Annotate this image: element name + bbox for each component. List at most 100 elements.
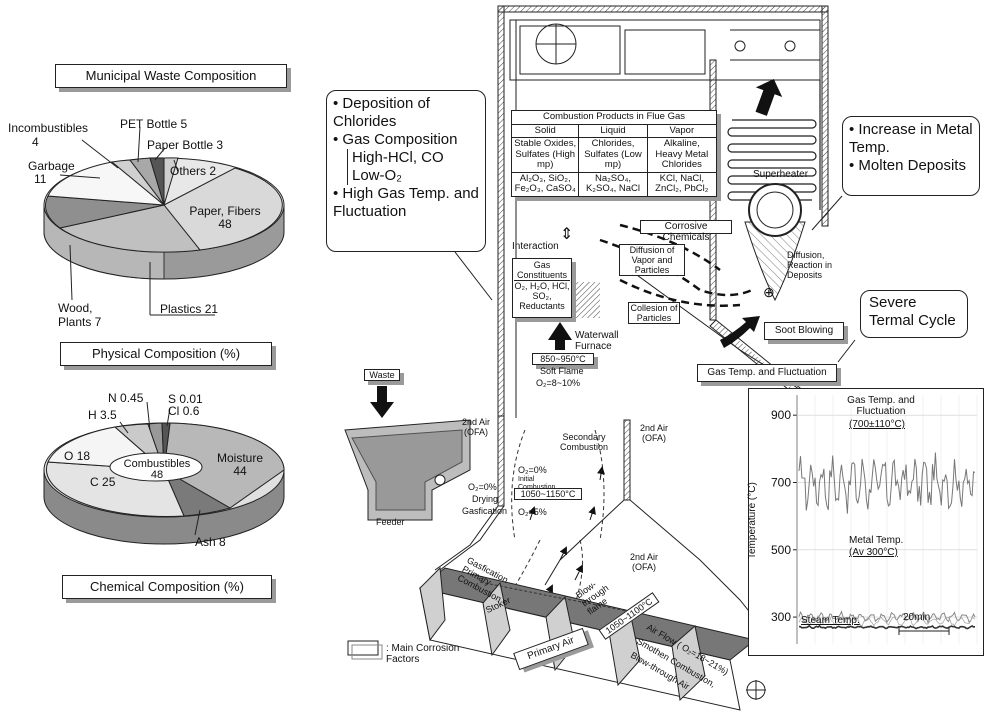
combustion-products-table: Combustion Products in Flue Gas Solid Li… xyxy=(511,110,717,197)
table-cell: Stable Oxides, Sulfates (High mp) xyxy=(512,138,579,173)
callout-gas-composition: • Gas Composition xyxy=(333,131,479,149)
o-label: O xyxy=(64,449,73,463)
series-metal-name: Metal Temp. xyxy=(849,535,903,546)
series-steam-name: Steam Temp. xyxy=(801,615,860,626)
label-ash: Ash 8 xyxy=(195,536,226,549)
gas-temp-fluct: Gas Temp. and Fluctuation xyxy=(707,367,826,378)
soot-blowing-box: Soot Blowing xyxy=(764,322,844,340)
o-value: 18 xyxy=(77,449,90,463)
secondary-combustion: Secondary Combustion xyxy=(554,432,614,452)
label-wood: Wood, xyxy=(58,302,92,315)
diffusion-vapor-box: Diffusion of Vapor and Particles xyxy=(619,244,685,276)
severe-callout: Severe Termal Cycle xyxy=(860,290,968,338)
corrosive-chemicals-box: Corrosive Chemicals xyxy=(640,220,732,234)
collision: Collesion of Particles xyxy=(630,303,677,323)
plastics-label: Plastics xyxy=(160,302,201,316)
scale-bar-label: 20min xyxy=(903,612,930,623)
table-cell: Alkaline, Heavy Metal Chlorides xyxy=(647,138,716,173)
air-2nd-right: 2nd Air (OFA) xyxy=(634,423,674,443)
table-cell: KCl, NaCl, ZnCl₂, PbCl₂ xyxy=(647,172,716,196)
others-label: Others xyxy=(170,164,206,178)
others-value: 2 xyxy=(209,164,216,178)
chart-ylabel: Temperature (°C) xyxy=(747,482,758,559)
waste-label: Waste xyxy=(369,370,394,380)
physical-caption: Physical Composition (%) xyxy=(92,346,240,361)
ash-label: Ash xyxy=(195,535,216,549)
y-tick-label: 700 xyxy=(771,475,791,489)
superheater-tube-section xyxy=(745,184,805,300)
label-combustibles: Combustibles 48 xyxy=(118,459,196,481)
soot-blowing: Soot Blowing xyxy=(775,325,833,336)
c-label: C xyxy=(90,475,99,489)
table-header-solid: Solid xyxy=(512,124,579,138)
feeder-label: Feeder xyxy=(376,517,405,527)
n-label: N xyxy=(108,391,117,405)
callout-deposition-text: Deposition of Chlorides xyxy=(333,95,430,130)
moisture-value: 44 xyxy=(205,465,275,478)
plastics-value: 21 xyxy=(205,302,218,316)
gasfication-label: Gasfication xyxy=(462,506,507,516)
label-plastics: Plastics 21 xyxy=(160,303,218,316)
chemical-caption: Chemical Composition (%) xyxy=(90,579,244,594)
callout-molten-text: Molten Deposits xyxy=(858,157,966,174)
label-others: Others 2 xyxy=(170,165,216,178)
table-cell: Al₂O₃, SiO₂, Fe₂O₃, CaSO₄ xyxy=(512,172,579,196)
o2-zero-drying: O₂=0% xyxy=(468,482,497,492)
h-label: H xyxy=(88,408,97,422)
pet-value: 5 xyxy=(180,117,187,131)
value-garbage: 11 xyxy=(34,173,46,186)
severe-text: Severe Termal Cycle xyxy=(869,294,956,329)
waste-box: Waste xyxy=(364,369,400,381)
corrosive-chemicals: Corrosive Chemicals xyxy=(663,221,710,243)
soft-flame-temp-box: 850~950°C xyxy=(532,353,594,365)
waterwall-label: Waterwall Furnace xyxy=(575,330,625,352)
callout-gas-temp: • High Gas Temp. and Fluctuation xyxy=(333,185,479,221)
label-paper-fibers: Paper, Fibers 48 xyxy=(185,205,265,231)
air-2nd-left: 2nd Air (OFA) xyxy=(456,417,496,437)
label-c: C 25 xyxy=(90,476,115,489)
temp-1050-1150-box: 1050~1150°C xyxy=(514,488,582,500)
label-o: O 18 xyxy=(64,450,90,463)
callout-metal-temp: • Increase in Metal Temp. xyxy=(849,121,973,157)
table-header-liquid: Liquid xyxy=(579,124,647,138)
feeder-hopper xyxy=(345,420,470,520)
callout-o2: Low-O₂ xyxy=(352,167,479,185)
table-cell: Chlorides, Sulfates (Low mp) xyxy=(579,138,647,173)
callout-metal-temp-text: Increase in Metal Temp. xyxy=(849,121,973,156)
interaction-arrow-icon: ⇕ xyxy=(560,228,573,241)
label-cl: Cl 0.6 xyxy=(168,405,199,418)
soft-flame-label: Soft Flame xyxy=(540,366,584,376)
o2-five: O₂=5% xyxy=(518,507,547,517)
series-metal-annotation: (Av 300°C) xyxy=(849,547,898,558)
callout-deposition: • Deposition of Chlorides xyxy=(333,95,479,131)
value-incombustibles: 4 xyxy=(32,136,39,149)
combustibles-value: 48 xyxy=(118,470,196,481)
soft-flame-temp: 850~950°C xyxy=(540,354,585,364)
n-value: 0.45 xyxy=(120,391,143,405)
left-callout: • Deposition of Chlorides • Gas Composit… xyxy=(326,90,486,252)
soot-blower-icon: ⊕ xyxy=(763,286,775,299)
diffusion-reaction: Diffusion, Reaction in Deposits xyxy=(787,250,832,280)
label-h: H 3.5 xyxy=(88,409,117,422)
table-cell: Na₂SO₄, K₂SO₄, NaCl xyxy=(579,172,647,196)
label-moisture: Moisture 44 xyxy=(205,452,275,478)
y-tick-label: 300 xyxy=(771,610,791,624)
drying-label: Drying xyxy=(472,494,498,504)
paper-bottle-value: 3 xyxy=(216,138,223,152)
paper-fibers-value: 48 xyxy=(185,218,265,231)
h-value: 3.5 xyxy=(100,408,117,422)
soft-flame-o2: O₂=8~10% xyxy=(536,378,580,388)
ash-value: 8 xyxy=(219,535,226,549)
callout-gas-temp-text: High Gas Temp. and Fluctuation xyxy=(333,185,479,220)
y-tick-label: 500 xyxy=(771,543,791,557)
gas-constituents-title: Gas Constituents xyxy=(514,260,570,281)
chemical-caption-box: Chemical Composition (%) xyxy=(62,575,272,599)
gas-constituents-box: Gas Constituents O₂, H₂O, HCl, SO₂, Redu… xyxy=(512,258,572,318)
callout-hcl: High-HCl, CO xyxy=(352,149,479,167)
temp-1050-1150: 1050~1150°C xyxy=(521,489,576,499)
cl-label: Cl xyxy=(168,404,179,418)
callout-gas-composition-text: Gas Composition xyxy=(342,131,457,148)
series-gas-annotation: (700±110°C) xyxy=(849,419,905,430)
series-gas-name: Gas Temp. and Fluctuation xyxy=(831,395,931,417)
